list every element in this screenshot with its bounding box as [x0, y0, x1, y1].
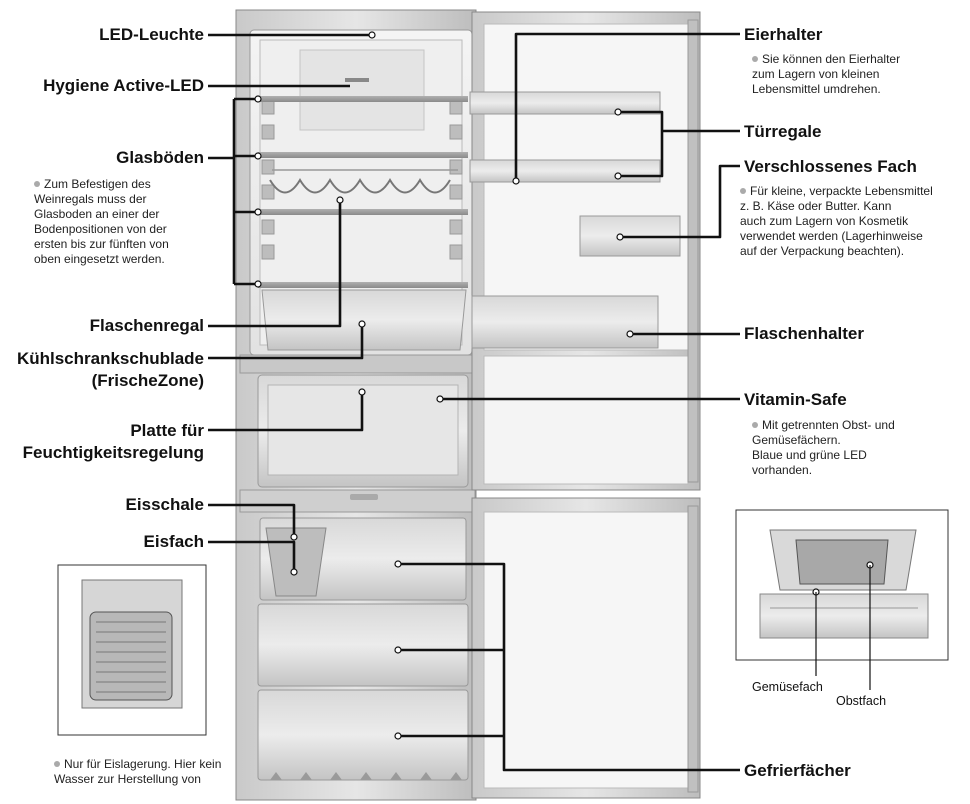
bullet-icon — [54, 761, 60, 767]
bullet-icon — [752, 422, 758, 428]
label-flaschenregal: Flaschenregal — [89, 316, 204, 335]
label-kuehlschrankschublade-2: (FrischeZone) — [91, 371, 204, 390]
note-eierhalter: Sie können den Eierhalter zum Lagern von… — [752, 52, 901, 96]
label-eisfach: Eisfach — [143, 532, 204, 551]
label-glasboeden: Glasböden — [116, 148, 204, 167]
inset-leaders — [815, 565, 871, 690]
note-vitamin-safe: Mit getrennten Obst- und Gemüsefächern. … — [752, 418, 895, 477]
label-led-leuchte: LED-Leuchte — [99, 25, 204, 44]
bullet-icon — [34, 181, 40, 187]
fridge-door — [469, 11, 701, 799]
bullet-icon — [740, 188, 746, 194]
label-hygiene-led: Hygiene Active-LED — [43, 76, 204, 95]
bullet-icon — [752, 56, 758, 62]
label-tuerregale: Türregale — [744, 122, 822, 141]
label-platte-1: Platte für — [130, 421, 204, 440]
note-verschlossenes-fach: Für kleine, verpackte Lebensmittel z. B.… — [740, 184, 933, 258]
label-kuehlschrankschublade-1: Kühlschrankschublade — [16, 349, 204, 368]
label-verschlossenes-fach: Verschlossenes Fach — [744, 157, 917, 176]
note-glasboeden: Zum Befestigen des Weinregals muss der G… — [34, 177, 169, 266]
label-obstfach: Obstfach — [836, 694, 887, 708]
leader-endpoints — [254, 31, 874, 740]
label-platte-2: Feuchtigkeitsregelung — [22, 443, 204, 462]
label-eisschale: Eisschale — [125, 495, 204, 514]
note-eisfach: Nur für Eislagerung. Hier kein Wasser zu… — [54, 757, 222, 786]
label-eierhalter: Eierhalter — [744, 25, 823, 44]
label-gemuesefach: Gemüsefach — [752, 680, 823, 694]
fridge-cabinet — [235, 9, 477, 801]
label-gefrierfaecher: Gefrierfächer — [744, 761, 851, 780]
label-vitamin-safe: Vitamin-Safe — [744, 390, 847, 409]
ice-tray-inset — [57, 564, 207, 736]
leader-lines — [208, 32, 740, 772]
vitamin-safe-inset — [735, 509, 949, 661]
label-flaschenhalter: Flaschenhalter — [744, 324, 864, 343]
